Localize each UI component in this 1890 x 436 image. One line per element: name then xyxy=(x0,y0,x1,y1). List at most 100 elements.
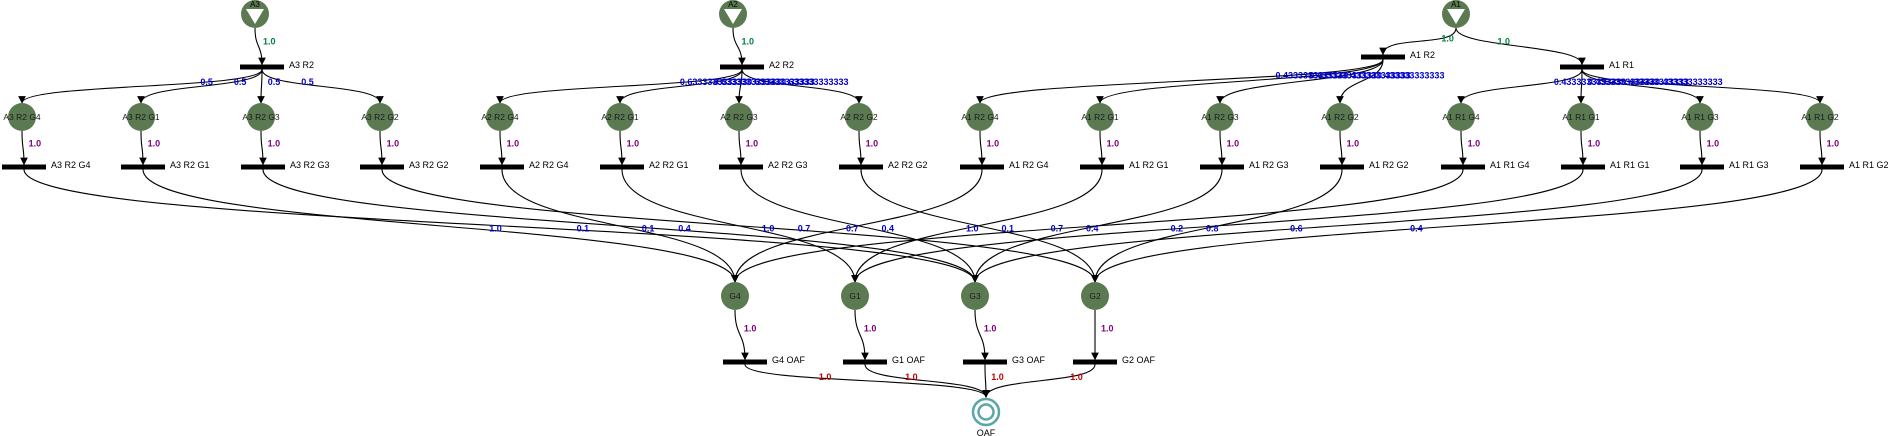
transition-label: A3 R2 xyxy=(289,60,314,70)
transition-label: A1 R1 xyxy=(1609,60,1634,70)
transition-bar-a1-r1-g2[interactable]: A1 R1 G2 xyxy=(1800,160,1889,170)
state-node-a1-r1-g2[interactable]: A1 R1 G2 xyxy=(1801,103,1839,131)
state-circle xyxy=(1326,103,1354,131)
transition-bar-a1-r1-g3[interactable]: A1 R1 G3 xyxy=(1680,160,1769,170)
edge-probability-label: 0.7 xyxy=(1051,224,1064,234)
state-label: A3 R2 G4 xyxy=(3,112,41,122)
transition-label: A1 R2 G4 xyxy=(1009,160,1049,170)
edge-g2oaf-to-oaf xyxy=(982,364,1096,398)
state-circle xyxy=(486,103,514,131)
transition-bar-a1-r2-g1[interactable]: A1 R2 G1 xyxy=(1080,160,1169,170)
edge-probability-label: 1.0 xyxy=(1441,34,1454,44)
transition-bar-a2-r2-g1[interactable]: A2 R2 G1 xyxy=(600,160,689,170)
edges xyxy=(18,27,1826,398)
edge-probability-label: 1.0 xyxy=(984,324,997,334)
transition-bar-a2-r2-g2[interactable]: A2 R2 G2 xyxy=(839,160,928,170)
state-node-a2-r2-g3[interactable]: A2 R2 G3 xyxy=(720,103,758,131)
transition-bar xyxy=(1561,164,1605,170)
transition-bar-a3-r2-g1[interactable]: A3 R2 G1 xyxy=(121,160,210,170)
transition-bar-a2-r2-g4[interactable]: A2 R2 G4 xyxy=(480,160,569,170)
transition-bar-a3-r2-g2[interactable]: A3 R2 G2 xyxy=(360,160,449,170)
state-node-a1-r2-g4[interactable]: A1 R2 G4 xyxy=(961,103,999,131)
transition-bar-g2-oaf[interactable]: G2 OAF xyxy=(1073,355,1156,365)
transition-bar-a1-r2[interactable]: A1 R2 xyxy=(1361,50,1435,60)
transition-bar-a3-r2-g3[interactable]: A3 R2 G3 xyxy=(241,160,330,170)
transition-label: A3 R2 G4 xyxy=(51,160,91,170)
state-node-a3-r2-g2[interactable]: A3 R2 G2 xyxy=(361,103,399,131)
source-node-a2[interactable]: A2 xyxy=(719,0,747,28)
state-node-a1-r2-g3[interactable]: A1 R2 G3 xyxy=(1201,103,1239,131)
edge-a1r1g1b-to-g1 xyxy=(851,169,1584,283)
state-label: A2 R2 G3 xyxy=(720,112,758,122)
edge-a1r2g4b-to-g4 xyxy=(731,169,983,283)
edge-probability-label: 0.7 xyxy=(798,224,811,234)
state-node-a3-r2-g1[interactable]: A3 R2 G1 xyxy=(122,103,160,131)
transition-bar-a3-r2-g4[interactable]: A3 R2 G4 xyxy=(2,160,91,170)
edge-probability-label: 1.0 xyxy=(991,372,1004,382)
state-circle xyxy=(1686,103,1714,131)
state-label: A1 R2 G2 xyxy=(1321,112,1359,122)
transition-label: A3 R2 G3 xyxy=(290,160,330,170)
transition-bar-a2-r2[interactable]: A2 R2 xyxy=(720,60,794,70)
state-node-g4[interactable]: G4 xyxy=(721,282,749,310)
edge-a3r2g4-to-a3r2g4b xyxy=(20,130,28,166)
edge-probability-label: 0.633333333333 xyxy=(714,77,782,87)
transition-bar xyxy=(240,64,284,70)
edge-probability-label: 1.0 xyxy=(387,139,400,149)
state-node-a2-r2-g1[interactable]: A2 R2 G1 xyxy=(601,103,639,131)
state-node-a2-r2-g4[interactable]: A2 R2 G4 xyxy=(481,103,519,131)
transition-bar-a1-r2-g2[interactable]: A1 R2 G2 xyxy=(1320,160,1409,170)
state-label: A1 R1 G2 xyxy=(1801,112,1839,122)
source-node-a3[interactable]: A3 xyxy=(241,0,269,28)
state-node-a1-r1-g3[interactable]: A1 R1 G3 xyxy=(1681,103,1719,131)
edge-probability-label: 0.633333333333 xyxy=(680,77,748,87)
state-circle xyxy=(1567,103,1595,131)
edge-a2r2g4-to-a2r2g4b xyxy=(498,130,506,166)
transition-label: A2 R2 G1 xyxy=(649,160,689,170)
state-node-g1[interactable]: G1 xyxy=(841,282,869,310)
edge-a2-to-a2r2 xyxy=(732,27,746,66)
transition-bar-a2-r2-g3[interactable]: A2 R2 G3 xyxy=(719,160,808,170)
state-node-a1-r2-g2[interactable]: A1 R2 G2 xyxy=(1321,103,1359,131)
transition-bar-g3-oaf[interactable]: G3 OAF xyxy=(963,355,1046,365)
source-label: A1 xyxy=(1451,0,1461,9)
state-node-a2-r2-g2[interactable]: A2 R2 G2 xyxy=(840,103,878,131)
edge-a2r2g2-to-a2r2g2b xyxy=(857,130,865,166)
transition-bar-a1-r1-g4[interactable]: A1 R1 G4 xyxy=(1441,160,1530,170)
state-node-g3[interactable]: G3 xyxy=(961,282,989,310)
edge-probability-label: 0.5 xyxy=(200,77,213,87)
edge-probability-label: 1.0 xyxy=(29,139,42,149)
transition-bar-a1-r2-g4[interactable]: A1 R2 G4 xyxy=(960,160,1049,170)
state-label: A2 R2 G4 xyxy=(481,112,519,122)
state-node-a3-r2-g3[interactable]: A3 R2 G3 xyxy=(242,103,280,131)
state-node-a1-r2-g1[interactable]: A1 R2 G1 xyxy=(1081,103,1119,131)
edge-probability-label: 1.0 xyxy=(866,139,879,149)
edge-a3r2-to-a3r2g2 xyxy=(261,69,384,104)
transition-bar-a1-r1-g1[interactable]: A1 R1 G1 xyxy=(1561,160,1650,170)
final-node-oaf[interactable]: OAF xyxy=(971,397,1001,436)
state-node-a3-r2-g4[interactable]: A3 R2 G4 xyxy=(3,103,41,131)
edge-probability-label: 1.0 xyxy=(268,139,281,149)
source-label: A2 xyxy=(728,0,738,9)
transition-bar-g4-oaf[interactable]: G4 OAF xyxy=(723,355,806,365)
state-node-a1-r1-g1[interactable]: A1 R1 G1 xyxy=(1562,103,1600,131)
source-node-a1[interactable]: A1 xyxy=(1442,0,1470,28)
transition-bar-a1-r1[interactable]: A1 R1 xyxy=(1560,60,1634,70)
transition-bar-a3-r2[interactable]: A3 R2 xyxy=(240,60,314,70)
edge-g4-to-g4oaf xyxy=(734,309,749,361)
transition-label: A3 R2 G2 xyxy=(409,160,449,170)
edge-probability-label: 0.433333333333 xyxy=(1554,77,1622,87)
transition-bar xyxy=(723,359,767,365)
state-label: A3 R2 G3 xyxy=(242,112,280,122)
state-node-a1-r1-g4[interactable]: A1 R1 G4 xyxy=(1442,103,1480,131)
state-label: A1 R2 G1 xyxy=(1081,112,1119,122)
state-node-g2[interactable]: G2 xyxy=(1081,282,1109,310)
transition-bar xyxy=(960,164,1004,170)
edge-probability-label: 0.4 xyxy=(881,224,894,234)
edge-a1r1g2-to-a1r1g2b xyxy=(1818,130,1826,166)
transition-label: A2 R2 G4 xyxy=(529,160,569,170)
transition-bar-a1-r2-g3[interactable]: A1 R2 G3 xyxy=(1200,160,1289,170)
state-circle xyxy=(961,282,989,310)
edge-probability-label: 1.0 xyxy=(1498,36,1511,46)
transition-bar-g1-oaf[interactable]: G1 OAF xyxy=(843,355,926,365)
